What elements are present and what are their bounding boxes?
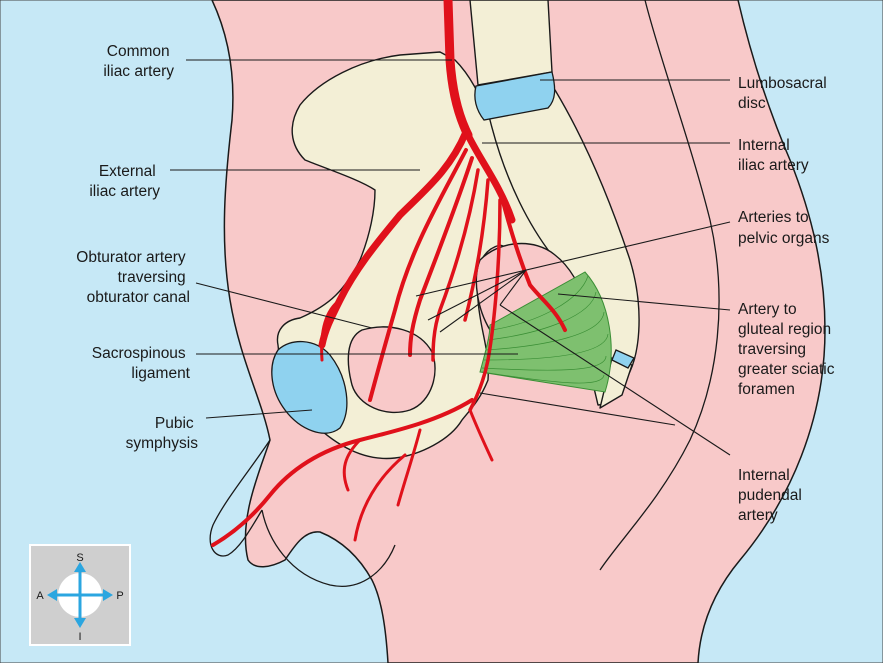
vertebra — [470, 0, 552, 85]
obturator-foramen — [348, 327, 435, 412]
compass-s: S — [76, 552, 83, 564]
compass-a: A — [36, 590, 44, 602]
orientation-compass-icon: S I A P — [30, 545, 130, 645]
compass-p: P — [116, 590, 123, 602]
compass-i: I — [78, 631, 81, 643]
